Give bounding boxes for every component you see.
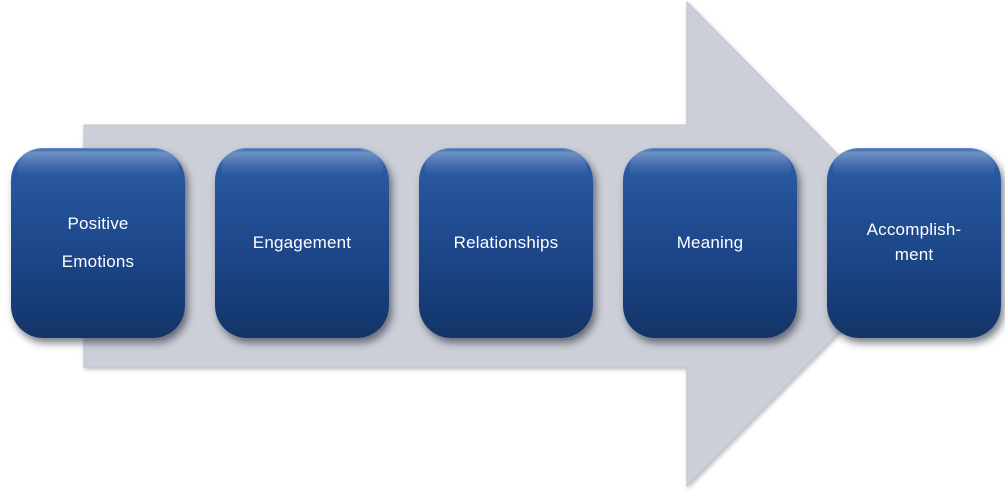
step-label: Emotions bbox=[61, 252, 135, 271]
step-label: Accomplish- bbox=[866, 220, 962, 240]
step-label: Relationships bbox=[453, 232, 559, 252]
step-box-relationships: Relationships bbox=[419, 148, 593, 338]
step-box-accomplishment: Accomplish-ment bbox=[827, 148, 1001, 338]
step-label: Meaning bbox=[676, 232, 744, 252]
step-label: ment bbox=[894, 245, 934, 264]
step-box-engagement: Engagement bbox=[215, 148, 389, 338]
step-label: Engagement bbox=[252, 232, 352, 252]
step-label: Positive bbox=[67, 213, 129, 233]
step-box-meaning: Meaning bbox=[623, 148, 797, 338]
